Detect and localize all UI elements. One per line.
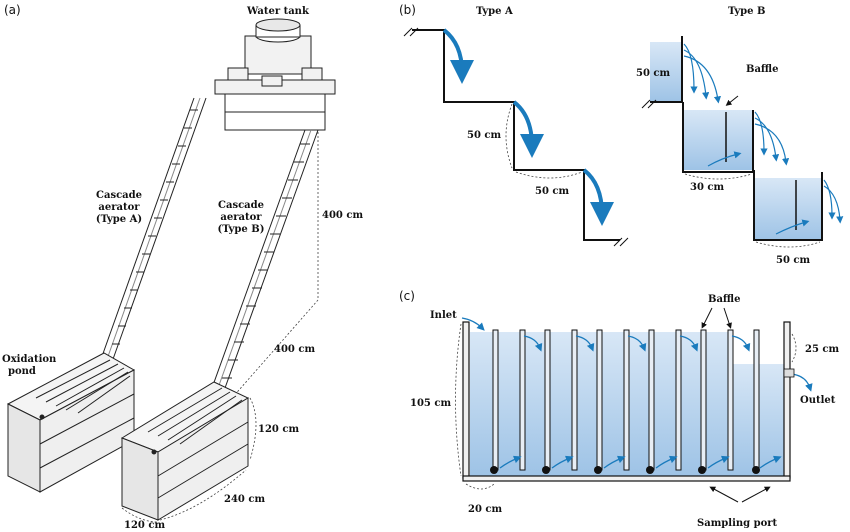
cascade-a-label-1: Cascade — [96, 190, 142, 201]
type-a-steps — [403, 27, 629, 247]
type-b-baffle-label: Baffle — [746, 64, 778, 75]
outlet-label: Outlet — [800, 395, 836, 406]
dim-120-height: 120 cm — [258, 424, 299, 435]
dim-25: 25 cm — [805, 344, 839, 355]
type-b-flow-arrows — [683, 43, 844, 235]
channel-walls — [462, 321, 791, 482]
oxidation-label-1: Oxidation — [2, 354, 57, 365]
type-b-dim-30: 30 cm — [690, 182, 724, 193]
cascade-a-label-3: (Type A) — [96, 214, 142, 225]
type-a-dim-run: 50 cm — [535, 186, 569, 197]
water-tank — [214, 18, 336, 131]
dim-240: 240 cm — [224, 494, 265, 505]
channel-baffles — [492, 329, 760, 471]
dim-120-width: 120 cm — [124, 520, 165, 531]
outlet-pipe — [783, 368, 795, 378]
cascade-b-label-3: (Type B) — [218, 224, 265, 235]
panel-b: (b) Type A Type B 50 cm 50 cm — [399, 3, 844, 266]
type-b-tanks — [641, 36, 823, 241]
panel-c-label: (c) — [399, 289, 415, 303]
sampling-ports — [490, 466, 760, 474]
panel-b-label: (b) — [399, 3, 416, 17]
dim-20: 20 cm — [468, 504, 502, 515]
inlet-label: Inlet — [430, 310, 457, 321]
panel-a: (a) Water tank Cascade aerator (Type A) — [2, 3, 363, 531]
water-tank-label: Water tank — [246, 6, 310, 17]
cascade-a-label-2: aerator — [98, 202, 140, 213]
channel-pointers — [701, 307, 771, 503]
dim-400-vertical: 400 cm — [322, 210, 363, 221]
dim-400-slope: 400 cm — [274, 344, 315, 355]
oxidation-pond-2 — [120, 381, 250, 521]
oxidation-pond-1 — [6, 352, 136, 493]
cascade-b-label-1: Cascade — [218, 200, 264, 211]
dim-105: 105 cm — [410, 398, 451, 409]
oxidation-label-2: pond — [8, 366, 36, 377]
channel-dims — [455, 323, 797, 490]
type-a-label: Type A — [476, 6, 513, 17]
dimension-lines-pond — [121, 397, 257, 523]
type-b-baffle-pointer — [725, 95, 739, 106]
type-b-dim-50: 50 cm — [776, 255, 810, 266]
type-a-flow-arrows — [442, 28, 614, 226]
type-b-dim-height: 50 cm — [636, 68, 670, 79]
panel-c: (c) — [399, 289, 839, 529]
sampling-port-label: Sampling port — [697, 518, 778, 529]
cascade-aerator-type-a — [99, 97, 207, 363]
cascade-aerator-type-b — [211, 129, 319, 389]
panel-a-label: (a) — [4, 3, 21, 17]
cascade-b-label-2: aerator — [220, 212, 262, 223]
type-b-dims — [684, 173, 821, 248]
type-a-dims — [505, 103, 583, 179]
dimension-lines-a — [231, 132, 319, 399]
channel-flow-arrows — [461, 317, 813, 469]
channel-baffle-label: Baffle — [708, 294, 740, 305]
type-a-dim-rise: 50 cm — [467, 130, 501, 141]
type-b-label: Type B — [728, 6, 765, 17]
